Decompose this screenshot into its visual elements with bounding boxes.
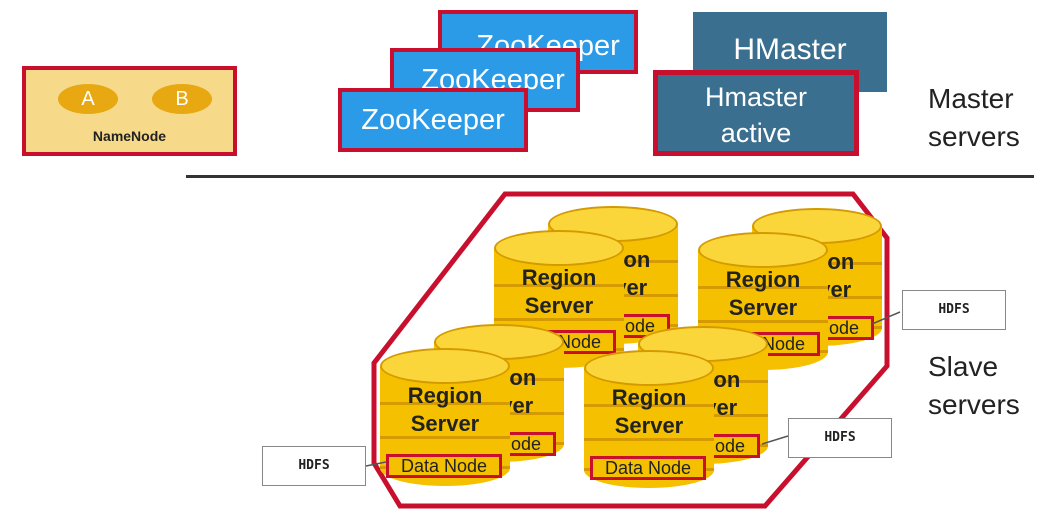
namenode-box: A B NameNode [22,66,237,156]
slave-servers-label: Slave servers [928,351,1020,420]
zookeeper-box-front: ZooKeeper [338,88,528,152]
namenode-oval-a: A [58,84,118,114]
region-server-cylinder: Region Server Data Node [380,348,510,498]
hdfs-callout: HDFS [902,290,1006,330]
namenode-label: NameNode [92,128,167,144]
hdfs-callout: HDFS [788,418,892,458]
namenode-oval-b: B [152,84,212,114]
master-slave-divider [186,175,1034,178]
slave-cluster-outline [371,191,890,509]
hdfs-callout: HDFS [262,446,366,486]
region-server-cylinder: Region Server Data Node [584,350,714,500]
hmaster-active-line2: active [720,118,792,148]
hmaster-active-line1: Hmaster [704,82,807,112]
hmaster-active-box: Hmaster active [653,70,859,156]
master-servers-label: Master servers [928,83,1020,152]
